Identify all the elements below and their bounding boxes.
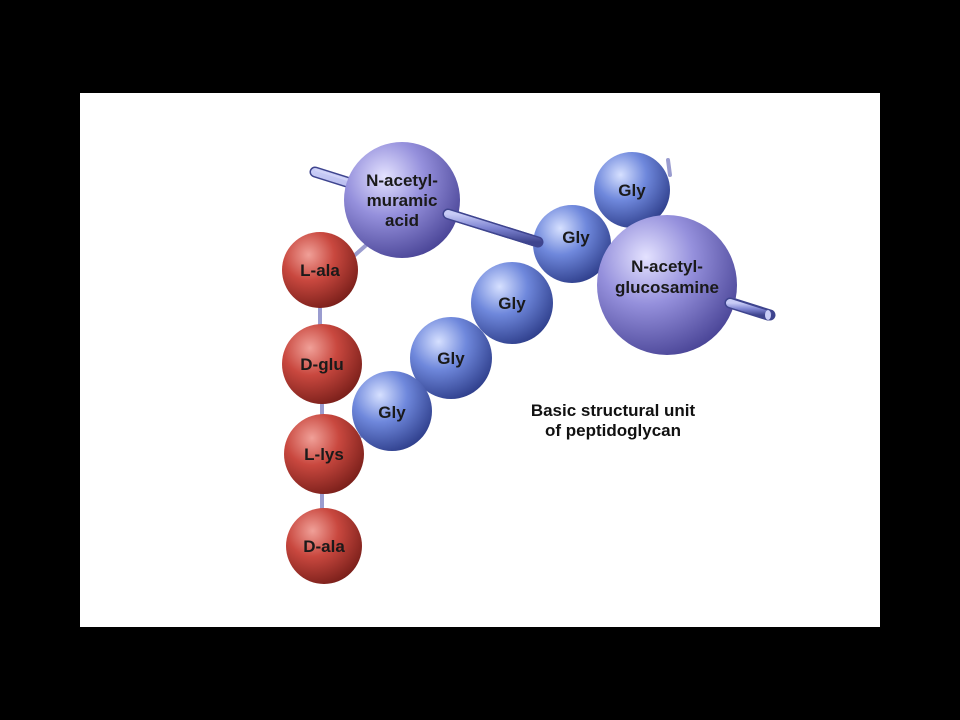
- nam-label-line1: N-acetyl-: [366, 171, 438, 190]
- nam-label-line3: acid: [385, 211, 419, 230]
- glycine-sphere: Gly: [533, 205, 611, 283]
- glycine-label: Gly: [437, 349, 465, 368]
- backbone-rod-front: [442, 208, 544, 248]
- glycine-sphere: Gly: [352, 371, 432, 451]
- amino-acid-sphere: D-ala: [286, 508, 362, 584]
- amino-acid-label: L-lys: [304, 445, 344, 464]
- glycine-bridge: Gly Gly Gly Gly Gly: [352, 152, 670, 451]
- peptide-chain: L-ala D-glu L-lys D-ala: [282, 232, 364, 584]
- glycine-label: Gly: [562, 228, 590, 247]
- amino-acid-label: L-ala: [300, 261, 340, 280]
- glycine-label: Gly: [378, 403, 406, 422]
- glycine-label: Gly: [618, 181, 646, 200]
- nag-label-line1: N-acetyl-: [631, 257, 703, 276]
- amino-acid-label: D-glu: [300, 355, 343, 374]
- diagram-caption: Basic structural unit of peptidoglycan: [531, 401, 696, 440]
- amino-acid-sphere: L-ala: [282, 232, 358, 308]
- caption-line1: Basic structural unit: [531, 401, 696, 420]
- n-acetylmuramic-acid-sphere: N-acetyl- muramic acid: [344, 142, 460, 258]
- glycine-sphere: Gly: [594, 152, 670, 228]
- amino-acid-sphere: L-lys: [284, 414, 364, 494]
- glycine-sphere: Gly: [471, 262, 553, 344]
- amino-acid-sphere: D-glu: [282, 324, 362, 404]
- backbone-rod-end: [724, 297, 774, 321]
- glycine-label: Gly: [498, 294, 526, 313]
- caption-line2: of peptidoglycan: [545, 421, 681, 440]
- amino-acid-label: D-ala: [303, 537, 345, 556]
- nag-label-line2: glucosamine: [615, 278, 719, 297]
- glycine-sphere: Gly: [410, 317, 492, 399]
- n-acetylglucosamine-sphere: N-acetyl- glucosamine: [597, 215, 737, 355]
- nam-label-line2: muramic: [367, 191, 438, 210]
